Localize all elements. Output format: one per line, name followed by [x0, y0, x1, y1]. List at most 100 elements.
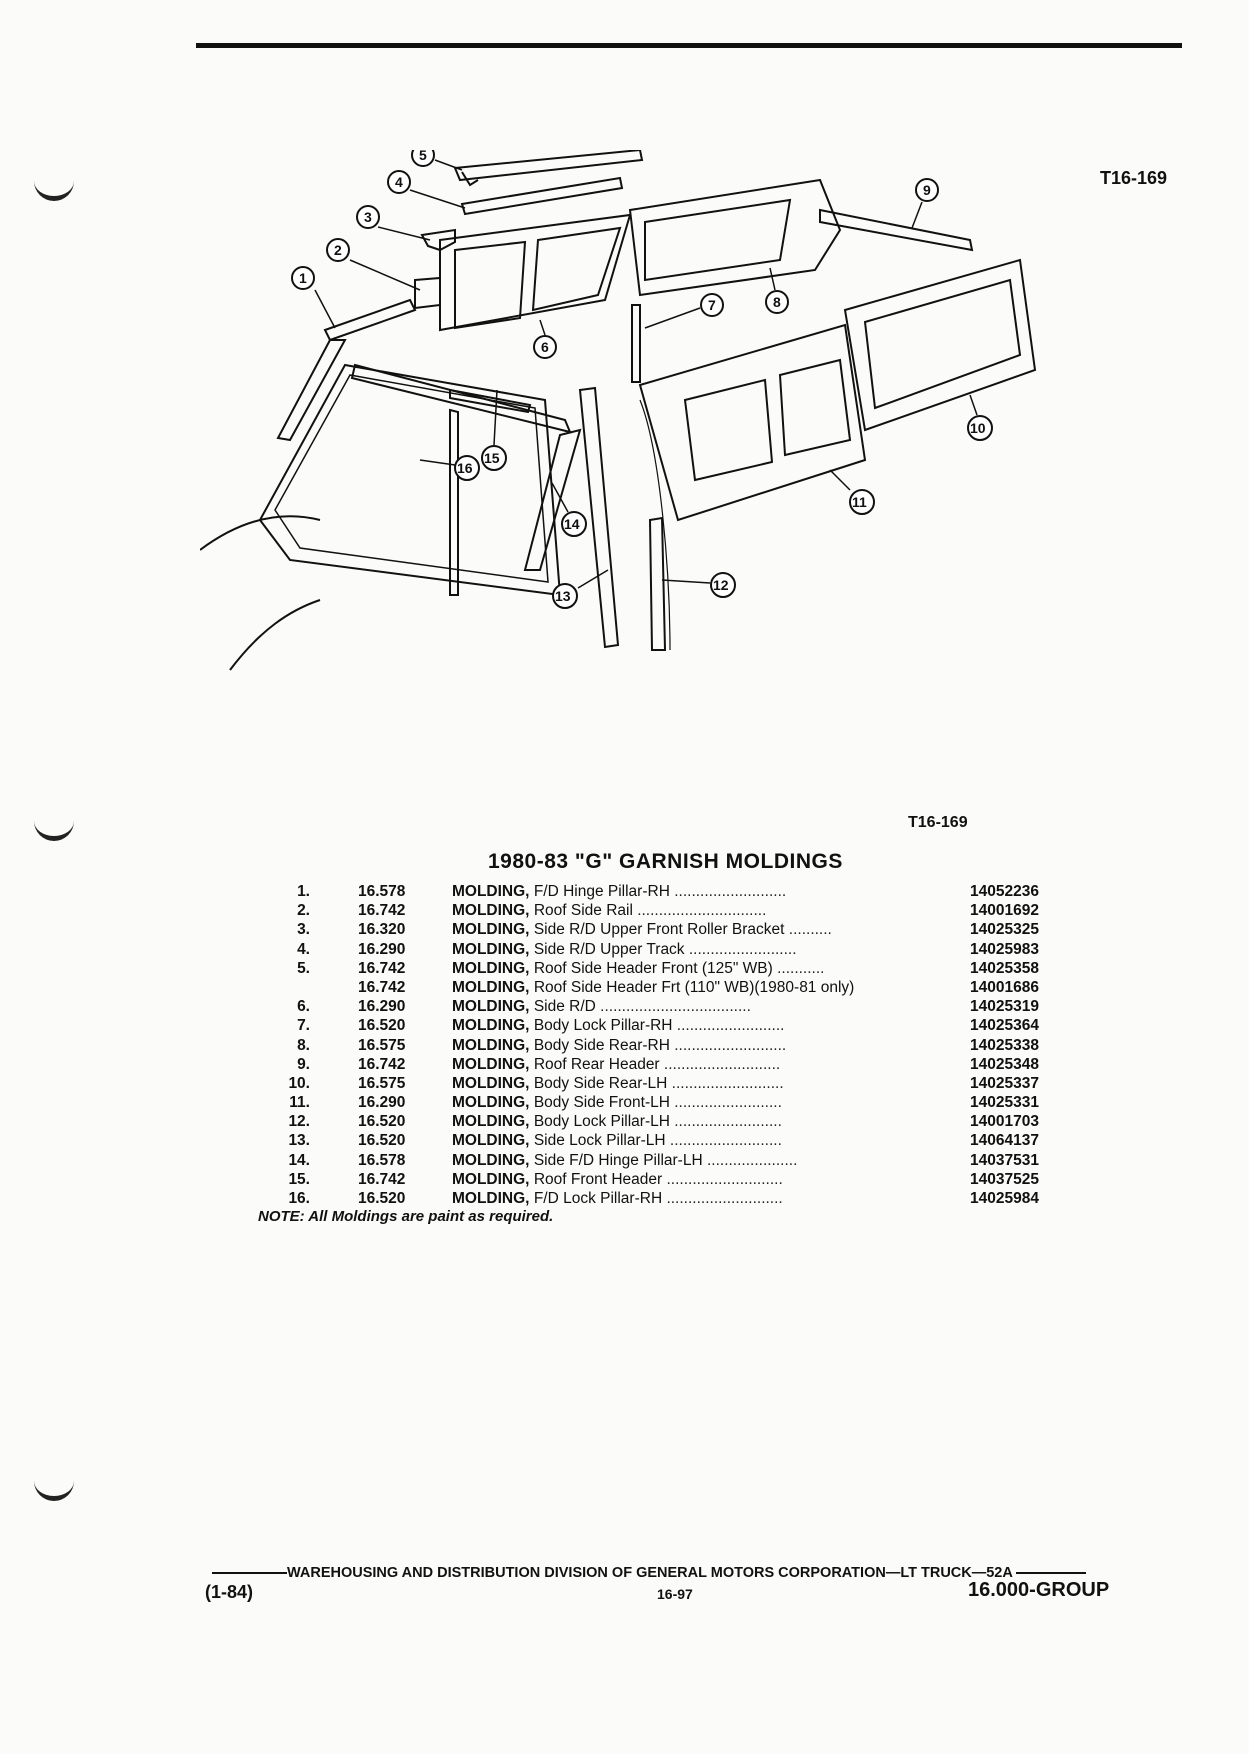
item-number: 14.	[288, 1151, 310, 1169]
part-description: Body Side Front-LH	[533, 1094, 670, 1112]
body-lock-pillar-lh	[648, 516, 667, 651]
part-name: MOLDING,	[452, 921, 534, 939]
side-lock-pillar-lh	[578, 386, 620, 649]
body-side-rear-lh	[843, 258, 1037, 432]
part-name: MOLDING,	[452, 1132, 534, 1150]
description: MOLDING, Side F/D Hinge Pillar-LH ......…	[452, 1151, 1222, 1170]
callout-5	[411, 150, 435, 167]
part-description: Side R/D	[533, 998, 596, 1016]
description: MOLDING, Side Lock Pillar-LH ...........…	[452, 1131, 1222, 1150]
description: MOLDING, Side R/D Upper Front Roller Bra…	[452, 920, 1222, 939]
part-name: MOLDING,	[452, 978, 534, 996]
part-name: MOLDING,	[452, 1151, 534, 1169]
footer-date: (1-84)	[205, 1582, 254, 1602]
part-name: MOLDING,	[452, 1113, 534, 1131]
description: MOLDING, Body Side Rear-RH .............…	[452, 1036, 1222, 1055]
part-name: MOLDING,	[452, 883, 534, 900]
description: MOLDING, Body Side Rear-LH .............…	[452, 1074, 1222, 1093]
group-number: 16.742	[358, 1055, 406, 1073]
item-number: 15.	[288, 1170, 310, 1188]
body-lock-pillar-rh	[631, 304, 641, 383]
leader-dots: .........................	[684, 940, 797, 958]
callout-7	[700, 293, 724, 317]
description: MOLDING, F/D Lock Pillar-RH ............…	[452, 1189, 1222, 1208]
callout-16	[454, 455, 480, 481]
group-number: 16.742	[358, 978, 406, 996]
leader-dots: ..........	[784, 921, 832, 939]
item-number: 6.	[297, 998, 310, 1016]
leader-dots: .....................	[702, 1151, 798, 1169]
part-name: MOLDING,	[452, 959, 534, 977]
callout-4	[387, 170, 411, 194]
binder-hole-mark	[34, 810, 74, 841]
group-number: 16.520	[358, 1190, 406, 1207]
callout-2	[326, 238, 350, 262]
leader-dots: ...........................	[662, 1170, 783, 1188]
item-number: 1.	[297, 883, 310, 900]
svg-text:12: 12	[713, 577, 729, 593]
page-title: 1980-83 "G" GARNISH MOLDINGS	[488, 850, 843, 873]
part-description: Roof Side Rail	[533, 902, 633, 920]
part-number: 14025325	[970, 921, 1039, 939]
svg-text:13: 13	[555, 588, 571, 604]
group-number: 16.520	[358, 1113, 406, 1131]
group-number: 16.520	[358, 1017, 406, 1035]
callout-1	[291, 266, 315, 290]
part-name: MOLDING,	[452, 1190, 534, 1207]
item-number: 7.	[297, 1017, 310, 1035]
svg-text:11: 11	[852, 494, 867, 510]
part-number: 14037525	[970, 1170, 1039, 1188]
binder-hole-mark	[34, 1470, 74, 1501]
group-number: 16.578	[358, 883, 406, 900]
item-number: 2.	[297, 902, 310, 920]
part-description: Body Side Rear-LH	[533, 1074, 668, 1092]
part-number: 14064137	[970, 1132, 1039, 1150]
part-number: 14052236	[970, 883, 1039, 900]
part-description: Side F/D Hinge Pillar-LH	[533, 1151, 703, 1169]
description: MOLDING, Body Lock Pillar-RH ...........…	[452, 1016, 1222, 1035]
svg-text:5: 5	[419, 150, 427, 163]
callout-14	[561, 511, 587, 537]
leader-dots: ..........................	[665, 1132, 782, 1150]
leader-dots: .........................	[669, 1113, 782, 1131]
part-number: 14001686	[970, 978, 1039, 996]
group-number: 16.290	[358, 1094, 406, 1112]
part-number: 14001703	[970, 1113, 1039, 1131]
part-number: 14001692	[970, 902, 1039, 920]
group-number: 16.520	[358, 1132, 406, 1150]
svg-text:9: 9	[923, 182, 931, 198]
fd-hinge-pillar	[276, 339, 347, 442]
item-number: 12.	[288, 1113, 310, 1131]
description: MOLDING, Roof Front Header .............…	[452, 1170, 1222, 1189]
side-rd-molding	[439, 213, 632, 332]
roof-rear-header	[819, 208, 974, 252]
item-number: 10.	[288, 1074, 310, 1092]
svg-text:6: 6	[541, 339, 549, 355]
description: MOLDING, Roof Side Rail ................…	[452, 901, 1222, 920]
part-description: Side R/D Upper Front Roller Bracket	[533, 921, 785, 939]
group-number: 16.742	[358, 959, 406, 977]
roof-side-rail	[323, 298, 417, 342]
figure-ref-top: T16-169	[1100, 168, 1168, 188]
item-number: 9.	[297, 1055, 310, 1073]
part-name: MOLDING,	[452, 940, 534, 958]
item-number: 13.	[288, 1132, 310, 1150]
figure-ref-bottom: T16-169	[908, 814, 968, 831]
part-description: F/D Lock Pillar-RH	[533, 1190, 663, 1207]
part-name: MOLDING,	[452, 1074, 534, 1092]
description: MOLDING, Side R/D ......................…	[452, 997, 1222, 1016]
description: MOLDING, Body Lock Pillar-LH ...........…	[452, 1112, 1222, 1131]
group-number: 16.290	[358, 940, 406, 958]
callout-8	[765, 290, 789, 314]
svg-text:2: 2	[334, 242, 342, 258]
upper-track	[460, 176, 624, 216]
leader-dots: ...........	[772, 959, 825, 977]
part-number: 14037531	[970, 1151, 1039, 1169]
footer-line: WAREHOUSING AND DISTRIBUTION DIVISION OF…	[212, 1565, 1087, 1581]
part-number: 14025364	[970, 1017, 1039, 1035]
svg-text:14: 14	[564, 516, 580, 532]
leader-dots: ..............................	[632, 902, 767, 920]
group-number: 16.578	[358, 1151, 406, 1169]
windshield	[258, 363, 562, 597]
body-side-rear-rh	[628, 178, 842, 297]
